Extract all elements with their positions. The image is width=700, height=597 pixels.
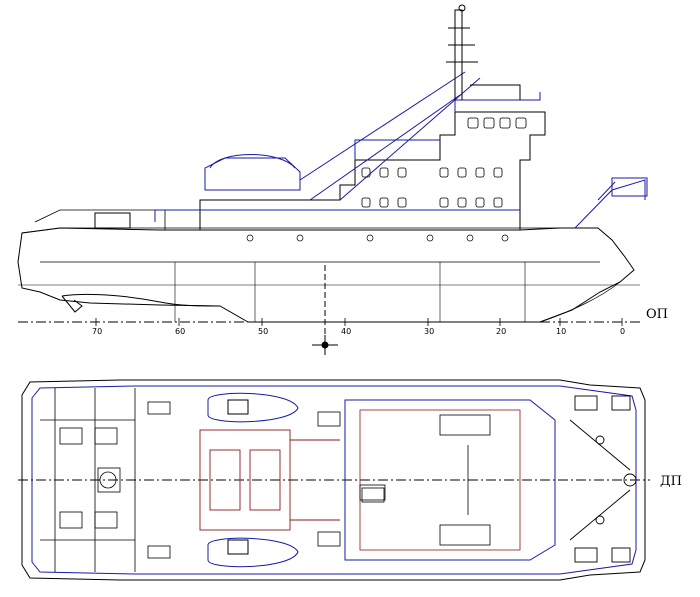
plan-stairs [147,401,385,559]
plan-view [18,379,650,581]
frame-ticks [174,262,526,322]
stern-propeller [61,295,83,313]
bulwark [34,209,166,230]
hull-outline [17,227,635,323]
stay-3 [339,77,481,201]
scale-ticks [95,318,623,326]
scale-tick-50: 50 [258,327,268,336]
scale-tick-70: 70 [92,327,102,336]
deckhouse-windows [361,117,527,208]
centerline-label: ДП [660,474,682,489]
stay-1 [299,71,466,181]
bridge-rail [454,92,541,112]
main-deckhouse [199,111,546,230]
lifeboat [209,154,296,169]
scale-tick-40: 40 [341,327,351,336]
upper-rail [154,209,520,222]
aft-deckhouse [94,212,131,229]
draft-mark-symbol [312,335,338,355]
hull-portholes [246,234,509,242]
baseline-label: ОП [646,307,668,322]
inner-bulwark [31,385,637,575]
deck-rail-2 [354,139,440,160]
scale-tick-0: 0 [620,327,625,336]
side-profile [17,209,640,345]
bow-bilge [539,281,621,323]
scale-tick-60: 60 [175,327,185,336]
bow-platform [611,177,648,197]
stern-deck-grid [40,388,136,572]
winch-area [199,429,340,531]
scale-tick-30: 30 [424,327,434,336]
scale-tick-labels: 70 60 50 40 30 20 10 0 [92,327,625,336]
hull-sheer [21,227,598,234]
superstructure [154,71,648,230]
forecastle-gear [569,395,637,563]
bow-ladder [574,179,646,229]
plan-lifeboats [207,392,299,568]
scale-tick-20: 20 [496,327,506,336]
scale-tick-10: 10 [556,327,566,336]
deckhouse-plan [344,399,556,561]
stay-2 [309,94,461,201]
mast [446,4,521,100]
boat-crane [204,157,301,191]
stern-skeg [61,293,221,307]
deck-outline [21,379,646,581]
